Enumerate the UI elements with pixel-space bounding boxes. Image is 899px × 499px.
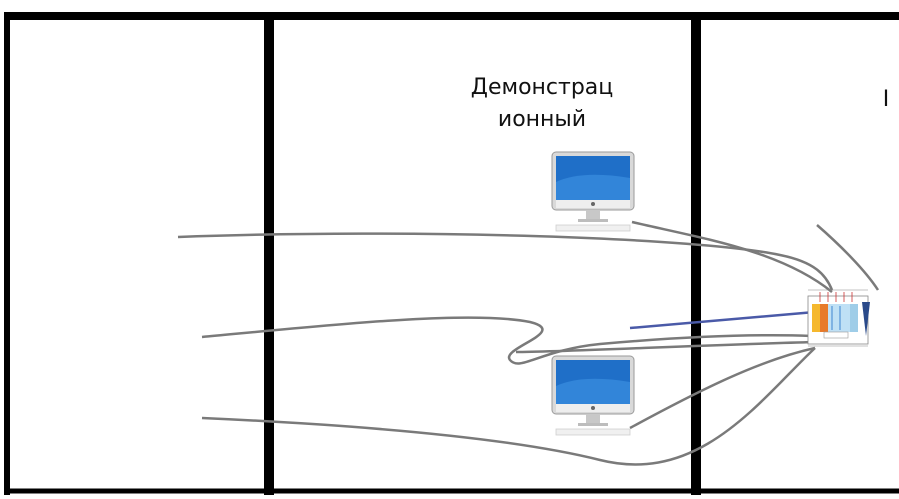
cable-6 xyxy=(515,340,816,354)
room-label-demo: Демонстрац ионный xyxy=(470,75,614,132)
room-label-right: I xyxy=(882,87,890,112)
top-text-fragment xyxy=(0,0,70,4)
cables xyxy=(177,220,880,466)
cable-3 xyxy=(201,347,816,466)
cable-2 xyxy=(201,316,813,365)
cable-5 xyxy=(629,346,816,430)
equipment-schematic[interactable] xyxy=(807,289,870,347)
cable-7 xyxy=(816,224,880,291)
monitor-icon[interactable] xyxy=(551,355,635,436)
cable-4 xyxy=(631,220,833,293)
monitor-icon[interactable] xyxy=(551,151,635,232)
cable-1 xyxy=(177,232,834,291)
cable-highlight xyxy=(629,310,816,330)
walls xyxy=(4,12,899,495)
